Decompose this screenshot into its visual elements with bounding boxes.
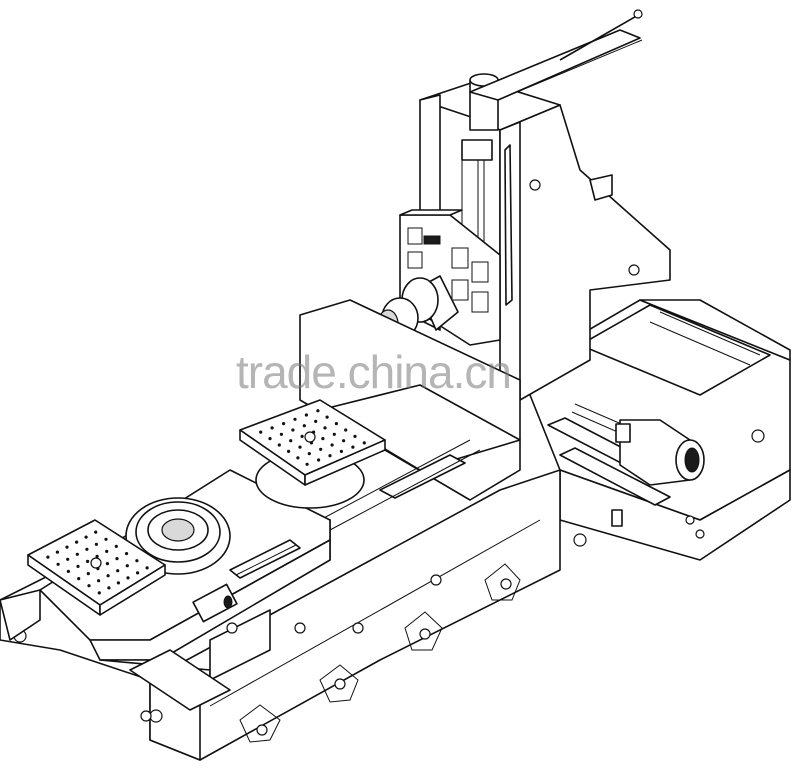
pallet-hole: [46, 555, 50, 559]
pallet-hole: [289, 439, 293, 443]
pallet-hole: [323, 426, 327, 430]
pallet-hole: [97, 591, 101, 595]
pallet-hole: [302, 424, 306, 428]
pallet-hole: [304, 413, 308, 417]
pallet-hole: [279, 432, 283, 436]
pallet-hole: [105, 562, 109, 566]
pallet-hole: [96, 567, 100, 571]
pallet-hole: [259, 430, 263, 434]
pallet-hole: [86, 572, 90, 576]
pallet-hole: [314, 419, 318, 423]
pallet-rear-holes: [259, 409, 366, 466]
pallet-hole: [298, 445, 302, 449]
pallet-hole: [86, 559, 90, 564]
pallet-hole: [85, 547, 89, 551]
pallet-hole: [307, 452, 311, 456]
pallet-hole: [104, 537, 108, 541]
pallet-hole: [135, 559, 139, 563]
pallet-hole: [107, 586, 111, 590]
pallet-hole: [291, 428, 295, 432]
pallet-hole: [270, 426, 274, 430]
pallet-hole: [312, 430, 316, 434]
pallet-hole: [319, 447, 323, 451]
pallet-hole: [116, 581, 120, 585]
pallet-hole: [353, 434, 357, 438]
pallet-hole: [75, 540, 79, 544]
pallet-hole: [321, 437, 325, 441]
pallet-hole: [77, 577, 81, 581]
pallet-hole: [300, 434, 304, 438]
pallet-hole: [305, 462, 309, 466]
pallet-hole: [342, 439, 346, 443]
base-bolts: [13, 574, 512, 736]
pallet-hole: [75, 552, 79, 556]
front-guard: [0, 589, 231, 722]
pallet-rear: [239, 399, 386, 486]
pallet-hole: [94, 542, 98, 546]
pallet-hole: [317, 458, 321, 462]
pallet-hole: [277, 443, 281, 447]
pallet-hole: [97, 579, 101, 583]
pallet-hole: [55, 550, 60, 554]
pallet-hole: [105, 549, 109, 554]
pallet-hole: [84, 535, 88, 539]
base-windows: [239, 563, 521, 743]
pallet-hole: [66, 557, 70, 561]
pallet-hole: [334, 422, 338, 426]
pallet-hole: [351, 445, 355, 449]
pallet-hole: [56, 562, 60, 566]
y-axis-drive: [461, 9, 643, 250]
pallet-hole: [94, 530, 98, 534]
pallet-hole: [136, 571, 140, 575]
pallet-hole: [65, 545, 69, 549]
pallet-hole: [125, 552, 129, 556]
pallet-hole: [287, 449, 291, 453]
pallet-hole: [282, 422, 286, 426]
pallet-hole: [362, 441, 366, 445]
pallet-hole: [95, 554, 99, 559]
pallet-hole: [344, 428, 348, 432]
pallet-hole: [316, 409, 320, 413]
pallet-hole: [296, 456, 300, 460]
pallet-hole: [106, 574, 110, 578]
pallet-front: [27, 519, 166, 616]
carrier-ballscrew: [192, 539, 301, 623]
pallet-front-holes: [46, 530, 149, 595]
pallet-hole: [309, 441, 313, 445]
pallet-hole: [330, 443, 334, 447]
pallet-hole: [293, 417, 297, 421]
pallet-hole: [116, 569, 120, 573]
pallet-hole: [328, 454, 332, 458]
pallet-hole: [87, 584, 91, 588]
pallet-hole: [145, 566, 149, 570]
pallet-hole: [339, 449, 343, 453]
pallet-hole: [76, 564, 80, 569]
x-axis-saddle: [289, 299, 521, 579]
pallet-hole: [126, 576, 130, 580]
pallet-hole: [125, 564, 129, 568]
pallet-hole: [114, 544, 118, 549]
pallet-hole: [268, 437, 272, 441]
spindle-head-pockets: [407, 227, 489, 313]
pallet-hole: [66, 569, 70, 574]
pallet-hole: [325, 415, 329, 419]
pallet-hole: [115, 557, 119, 561]
pallet-hole: [332, 432, 336, 436]
z-axis-rail-and-motor: [547, 304, 771, 506]
